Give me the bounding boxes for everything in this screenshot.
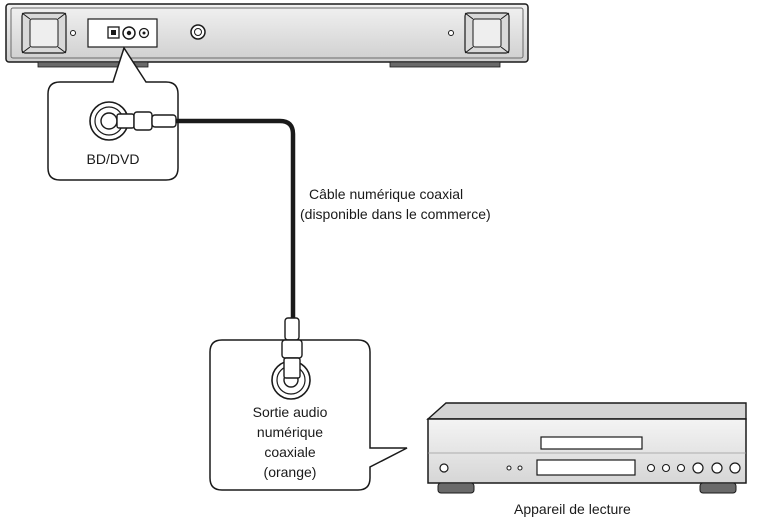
knob-icon <box>190 24 206 40</box>
coaxial-cable <box>116 111 303 379</box>
optical-jack-icon <box>107 26 120 39</box>
input-connector-panel <box>87 18 158 48</box>
cable-label-line2: (disponible dans le commerce) <box>300 206 491 222</box>
bd-dvd-label: BD/DVD <box>86 151 140 167</box>
cable-label-line1: Câble numérique coaxial <box>309 186 464 202</box>
small-jack-icon <box>138 27 150 39</box>
speaker-grille-left-icon <box>21 12 76 54</box>
cable-plug-top <box>116 111 177 131</box>
bd-dvd-input-callout <box>47 46 179 181</box>
cable-plug-bottom <box>281 317 303 379</box>
speaker-grille-right-icon <box>448 12 510 54</box>
player-label: Appareil de lecture <box>514 501 631 517</box>
coaxial-jack-icon <box>122 26 136 40</box>
output-label-line1: Sortie audio <box>252 404 328 420</box>
output-label-line4: (orange) <box>263 464 317 480</box>
output-label-line2: numérique <box>256 424 324 440</box>
output-label-line3: coaxiale <box>264 444 316 460</box>
playback-device <box>426 402 747 494</box>
soundbar-device <box>5 3 529 68</box>
